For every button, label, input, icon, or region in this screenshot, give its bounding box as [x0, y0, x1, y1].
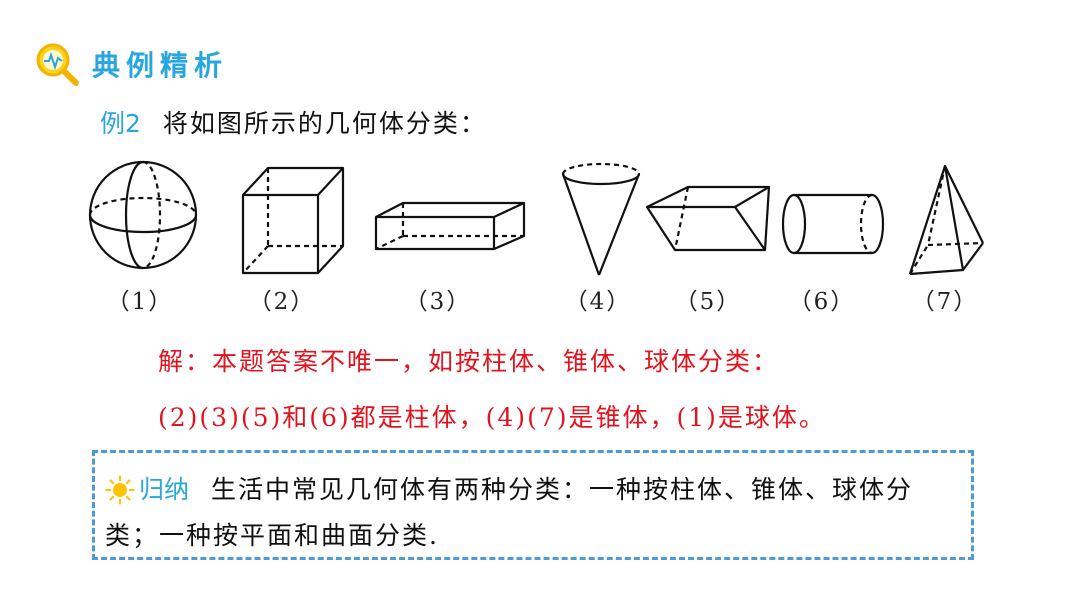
answer-line-1: 解：本题答案不唯一，如按柱体、锥体、球体分类：	[158, 347, 780, 376]
question-text: 将如图所示的几何体分类：	[162, 109, 487, 138]
cylinder-figure	[781, 193, 885, 255]
summary-head: 归纳	[105, 467, 211, 513]
shape-label-4: （4）	[564, 289, 632, 315]
cuboid-figure	[374, 201, 526, 251]
shape-label-7: （7）	[911, 289, 979, 315]
shape-label-2: （2）	[248, 289, 316, 315]
shape-label-3: （3）	[404, 289, 472, 315]
summary-label: 归纳	[139, 475, 190, 504]
sun-icon	[105, 475, 135, 505]
shape-label-5: （5）	[674, 289, 742, 315]
shape-label-6: （6）	[788, 289, 856, 315]
section-header: 典例精析	[32, 38, 228, 90]
section-title: 典例精析	[92, 49, 229, 82]
sphere-figure	[88, 160, 198, 270]
solids-figure	[88, 160, 984, 276]
summary-text: 生活中常见几何体有两种分类：一种按柱体、锥体、球体分类；一种按平面和曲面分类.	[105, 475, 914, 550]
answer-line-2: (2)(3)(5)和(6)都是柱体，(4)(7)是锥体，(1)是球体。	[158, 403, 826, 432]
magnifier-chart-icon	[36, 43, 79, 86]
cube-figure	[241, 166, 345, 275]
question: 例2 将如图所示的几何体分类：	[100, 104, 487, 140]
summary-box: 归纳 生活中常见几何体有两种分类：一种按柱体、锥体、球体分类；一种按平面和曲面分…	[92, 450, 974, 560]
pyramid-figure	[908, 164, 984, 276]
triangular-prism-figure	[645, 185, 771, 252]
question-label: 例2	[100, 109, 141, 138]
shape-label-1: （1）	[106, 289, 174, 315]
cone-figure	[561, 162, 641, 276]
